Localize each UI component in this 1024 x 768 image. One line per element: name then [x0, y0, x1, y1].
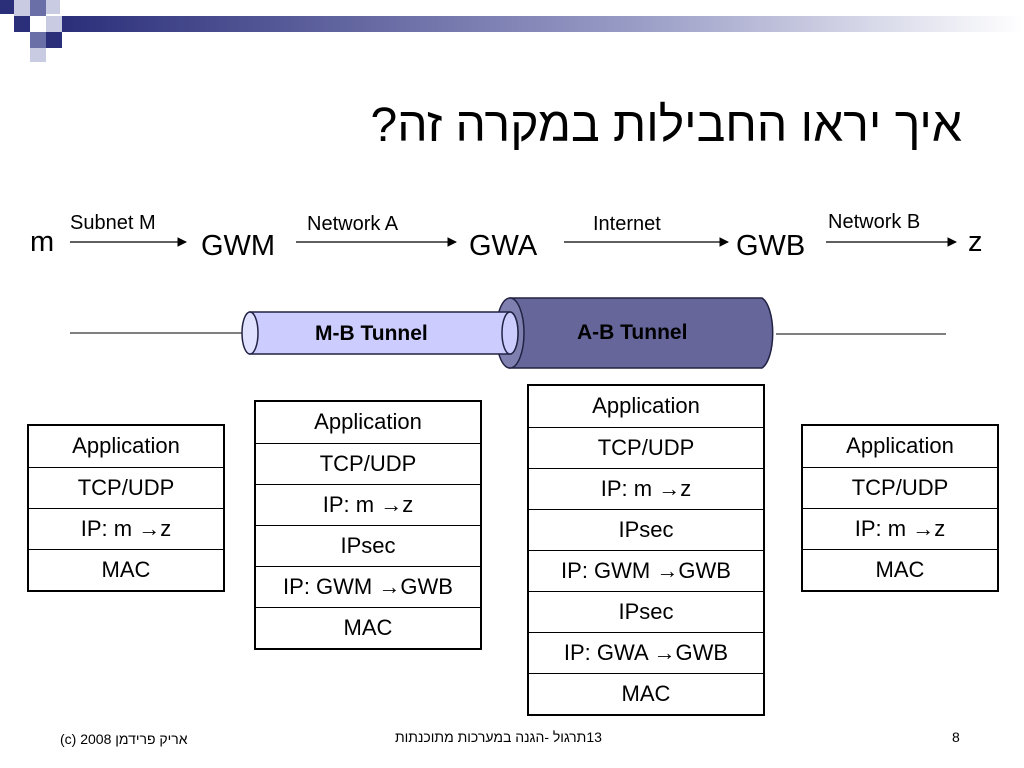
- stack-layer: IPsec: [529, 591, 763, 632]
- link-internet: Internet: [593, 213, 661, 235]
- stack-m: Application TCP/UDP IP: m →z MAC: [27, 424, 225, 592]
- page-number: 8: [952, 729, 960, 745]
- link-network-b: Network B: [828, 211, 921, 233]
- link-subnet-m: Subnet M: [70, 212, 156, 234]
- footer-course: 13תרגול -הגנה במערכות מתוכנתות: [395, 729, 602, 745]
- stack-layer: IPsec: [256, 525, 480, 566]
- inner-tunnel: [241, 311, 519, 355]
- stack-layer: Application: [846, 433, 954, 458]
- outer-tunnel-label: A-B Tunnel: [577, 321, 688, 344]
- stack-z: Application TCP/UDP IP: m →z MAC: [801, 424, 999, 592]
- stack-gwa-gwb: Application TCP/UDP IP: m →z IPsec IP: G…: [527, 384, 765, 716]
- header-square: [14, 0, 30, 16]
- stack-layer: MAC: [256, 607, 480, 648]
- header-square: [14, 16, 30, 32]
- stack-layer: TCP/UDP: [529, 427, 763, 468]
- stack-layer: MAC: [529, 673, 763, 714]
- node-gwa: GWA: [469, 230, 538, 262]
- stack-layer: TCP/UDP: [29, 467, 223, 508]
- stack-layer: IP: m →z: [803, 508, 997, 549]
- node-m: m: [30, 226, 55, 258]
- stack-layer: IPsec: [529, 509, 763, 550]
- node-gwb: GWB: [736, 230, 806, 262]
- header-square: [46, 16, 62, 32]
- header-decoration: [0, 0, 1024, 62]
- link-network-a: Network A: [307, 213, 399, 235]
- stack-layer: TCP/UDP: [256, 443, 480, 484]
- stack-layer: IP: m →z: [29, 508, 223, 549]
- header-gradient-bar: [62, 16, 1024, 32]
- footer-copyright: (c) אריק פרידמן 2008: [60, 731, 188, 747]
- header-square: [30, 32, 46, 48]
- node-z: z: [968, 226, 983, 258]
- stack-layer: IP: m →z: [256, 484, 480, 525]
- stack-layer: IP: GWA →GWB: [529, 632, 763, 673]
- header-square: [30, 0, 46, 16]
- stack-gwm-gwa: Application TCP/UDP IP: m →z IPsec IP: G…: [254, 400, 482, 650]
- header-square: [46, 0, 60, 14]
- inner-tunnel-label: M-B Tunnel: [315, 322, 428, 345]
- stack-layer: IP: GWM →GWB: [529, 550, 763, 591]
- stack-layer: Application: [592, 393, 700, 418]
- header-square: [0, 0, 14, 14]
- stack-layer: Application: [314, 409, 422, 434]
- header-square: [30, 16, 46, 32]
- stack-layer: Application: [72, 433, 180, 458]
- stack-layer: IP: m →z: [529, 468, 763, 509]
- stack-layer: IP: GWM →GWB: [256, 566, 480, 607]
- stack-layer: MAC: [803, 549, 997, 590]
- stack-layer: TCP/UDP: [803, 467, 997, 508]
- stack-layer: MAC: [29, 549, 223, 590]
- slide-title: איך יראו החבילות במקרה זה?: [370, 99, 962, 152]
- header-square: [30, 48, 46, 62]
- node-gwm: GWM: [201, 230, 276, 262]
- path-arrows: [70, 237, 957, 247]
- header-square: [46, 32, 62, 48]
- tunnel-diagram: [70, 297, 946, 369]
